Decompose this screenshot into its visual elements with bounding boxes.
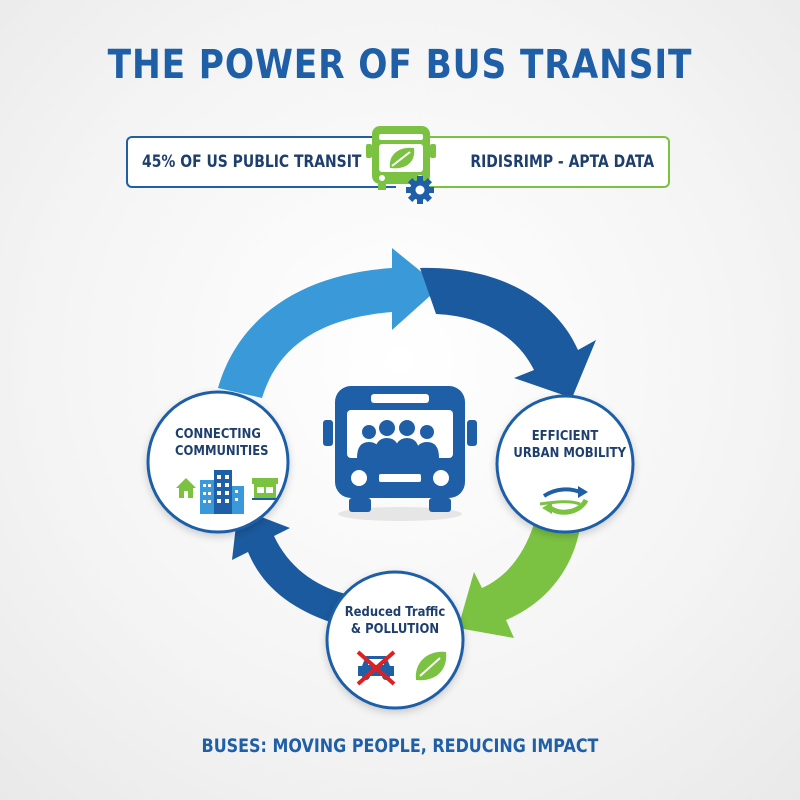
bus-leaf-gear-icon <box>366 126 436 204</box>
footer-tagline: BUSES: MOVING PEOPLE, REDUCING IMPACT <box>201 735 599 757</box>
buildings-icon <box>200 470 244 514</box>
node-label-line: Reduced Traffic <box>344 604 446 620</box>
node-label-line: CONNECTING <box>175 426 261 442</box>
shops-icon <box>252 478 278 500</box>
banner-right-text: RIDISRIMP - APTA DATA <box>470 152 654 172</box>
node-label-line: COMMUNITIES <box>175 443 269 459</box>
house-icon <box>176 478 196 498</box>
cycle-arrow-dark-blue-top <box>420 267 596 398</box>
node-circle-efficient <box>495 394 635 534</box>
node-circle-reduced <box>325 570 465 710</box>
node-label-efficient: EFFICIENT URBAN MOBILITY <box>513 428 627 462</box>
cycle-arrow-light-blue <box>218 248 440 398</box>
cycle-arrow-dark-blue-bottom <box>232 508 346 622</box>
banner-right-panel: RIDISRIMP - APTA DATA <box>420 136 670 188</box>
stat-banner: 45% OF US PUBLIC TRANSIT RIDISRIMP - APT… <box>126 126 670 204</box>
leaf-icon <box>415 651 447 681</box>
banner-left-text: 45% OF US PUBLIC TRANSIT <box>142 152 362 172</box>
banner-left-panel: 45% OF US PUBLIC TRANSIT <box>126 136 396 188</box>
node-label-connecting: CONNECTING COMMUNITIES <box>175 426 269 460</box>
page-title: THE POWER OF BUS TRANSIT <box>107 42 693 88</box>
route-arrows-icon <box>539 486 589 515</box>
node-label-reduced: Reduced Traffic & POLLUTION <box>343 604 446 638</box>
node-label-line: EFFICIENT <box>531 428 599 444</box>
bus-with-passengers-icon <box>323 386 477 521</box>
node-label-line: URBAN MOBILITY <box>513 445 627 461</box>
cycle-arrow-green <box>458 524 580 638</box>
crossed-out-car-icon <box>356 650 396 686</box>
node-label-line: & POLLUTION <box>350 621 440 637</box>
